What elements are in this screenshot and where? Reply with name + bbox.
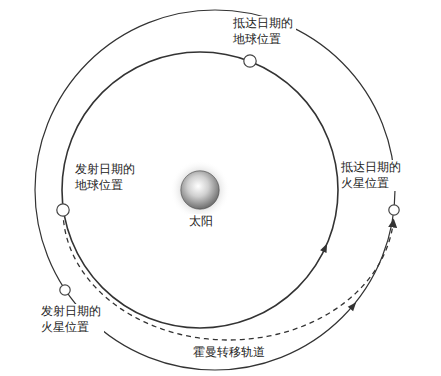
mars-position: 抵达日期的火星位置 <box>388 204 400 216</box>
earth-position-shape <box>243 54 257 68</box>
sun-circle <box>181 171 219 209</box>
earth-position: 抵达日期的地球位置 <box>243 54 257 68</box>
transfer-orbit <box>64 220 394 340</box>
position-label: 抵达日期的地球位置 <box>232 16 296 47</box>
orbit-direction-arrow <box>348 300 359 311</box>
position-label: 太阳 <box>188 214 214 230</box>
mars-position-circle <box>389 205 399 215</box>
earth-position-circle <box>57 204 69 216</box>
orbit-direction-arrow <box>320 242 330 253</box>
sun-shape <box>180 170 220 210</box>
position-label: 发射日期的火星位置 <box>40 304 104 335</box>
earth-position-circle <box>244 55 256 67</box>
mars-position-shape <box>59 284 71 296</box>
earth-position-shape <box>56 203 70 217</box>
sun-glow <box>170 160 230 220</box>
position-label: 抵达日期的火星位置 <box>340 160 404 191</box>
position-label: 发射日期的地球位置 <box>74 162 138 193</box>
sun: 太阳 <box>180 170 220 210</box>
mars-position-circle <box>60 285 70 295</box>
orbit-label: 霍曼转移轨道 <box>192 345 266 361</box>
mars-position-shape <box>388 204 400 216</box>
earth-position: 发射日期的地球位置 <box>56 203 70 217</box>
earth-orbit <box>62 52 338 328</box>
mars-position: 发射日期的火星位置 <box>59 284 71 296</box>
